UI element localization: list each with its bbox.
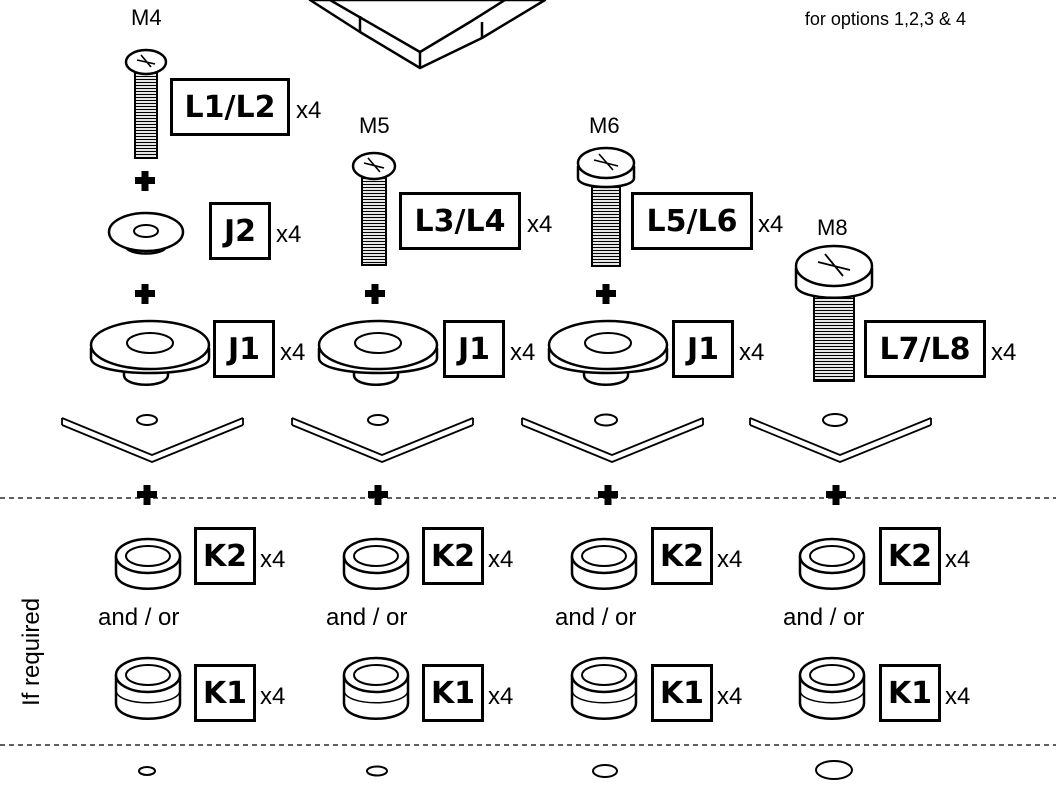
quantity-label: x4 [276, 221, 302, 248]
washer-j2-icon [107, 211, 185, 255]
plate-icon [521, 417, 704, 463]
washer-j1-icon [547, 319, 669, 386]
quantity-label: x4 [758, 211, 784, 238]
part-label-j1: J1 [443, 320, 505, 378]
plus-icon [596, 284, 616, 304]
quantity-label: x4 [945, 546, 971, 573]
screw-m6-icon [576, 146, 636, 267]
spacer-k2-icon [114, 537, 182, 590]
part-label-k2: K2 [422, 527, 484, 585]
hole-icon [366, 765, 388, 777]
options-note: for options 1,2,3 & 4 [804, 9, 966, 29]
quantity-label: x4 [717, 546, 743, 573]
part-label-j1: J1 [213, 320, 275, 378]
plus-icon [598, 485, 618, 505]
quantity-label: x4 [260, 683, 286, 710]
plus-icon [135, 171, 155, 191]
bracket-icon [308, 0, 547, 70]
hole-icon [138, 766, 156, 776]
part-label-k1: K1 [879, 664, 941, 722]
part-label-j1: J1 [672, 320, 734, 378]
part-label-l3-l4: L3/L4 [399, 192, 521, 250]
plus-icon [365, 284, 385, 304]
screw-m5-icon [351, 151, 397, 266]
quantity-label: x4 [296, 97, 322, 124]
plate-icon [749, 417, 932, 463]
screw-size-label: M5 [359, 113, 390, 138]
spacer-k1-icon [570, 656, 638, 720]
quantity-label: x4 [527, 211, 553, 238]
part-label-k2: K2 [651, 527, 713, 585]
quantity-label: x4 [510, 339, 536, 366]
quantity-label: x4 [488, 546, 514, 573]
plus-icon [826, 485, 846, 505]
part-label-l7-l8: L7/L8 [864, 320, 986, 378]
spacer-k1-icon [798, 656, 866, 720]
spacer-k2-icon [798, 537, 866, 590]
plate-icon [291, 417, 474, 463]
part-label-k1: K1 [422, 664, 484, 722]
hole-icon [822, 413, 848, 427]
spacer-k1-icon [114, 656, 182, 720]
quantity-label: x4 [280, 339, 306, 366]
quantity-label: x4 [945, 683, 971, 710]
screw-size-label: M6 [589, 113, 620, 138]
and-or-text: and / or [98, 604, 180, 631]
screw-m4-icon [124, 48, 168, 159]
spacer-k2-icon [342, 537, 410, 590]
spacer-k2-icon [570, 537, 638, 590]
part-label-l5-l6: L5/L6 [631, 192, 753, 250]
quantity-label: x4 [260, 546, 286, 573]
plus-icon [135, 284, 155, 304]
part-label-k2: K2 [879, 527, 941, 585]
washer-j1-icon [317, 319, 439, 386]
part-label-l1-l2: L1/L2 [170, 78, 290, 136]
if-required-label: If required [18, 597, 45, 706]
hole-icon [815, 760, 853, 780]
part-label-j2: J2 [209, 202, 271, 260]
quantity-label: x4 [488, 683, 514, 710]
hole-icon [592, 764, 618, 778]
screw-size-label: M8 [817, 215, 848, 240]
part-label-k2: K2 [194, 527, 256, 585]
spacer-k1-icon [342, 656, 410, 720]
hole-icon [136, 414, 158, 426]
washer-j1-icon [89, 319, 211, 386]
quantity-label: x4 [991, 339, 1017, 366]
part-label-k1: K1 [194, 664, 256, 722]
plus-icon [368, 485, 388, 505]
and-or-text: and / or [555, 604, 637, 631]
plate-icon [61, 417, 244, 463]
part-label-k1: K1 [651, 664, 713, 722]
screw-size-label: M4 [131, 5, 162, 30]
hole-icon [367, 414, 389, 426]
quantity-label: x4 [717, 683, 743, 710]
hole-icon [594, 413, 618, 427]
plus-icon [137, 485, 157, 505]
and-or-text: and / or [783, 604, 865, 631]
and-or-text: and / or [326, 604, 408, 631]
screw-m8-icon [794, 244, 874, 382]
quantity-label: x4 [739, 339, 765, 366]
